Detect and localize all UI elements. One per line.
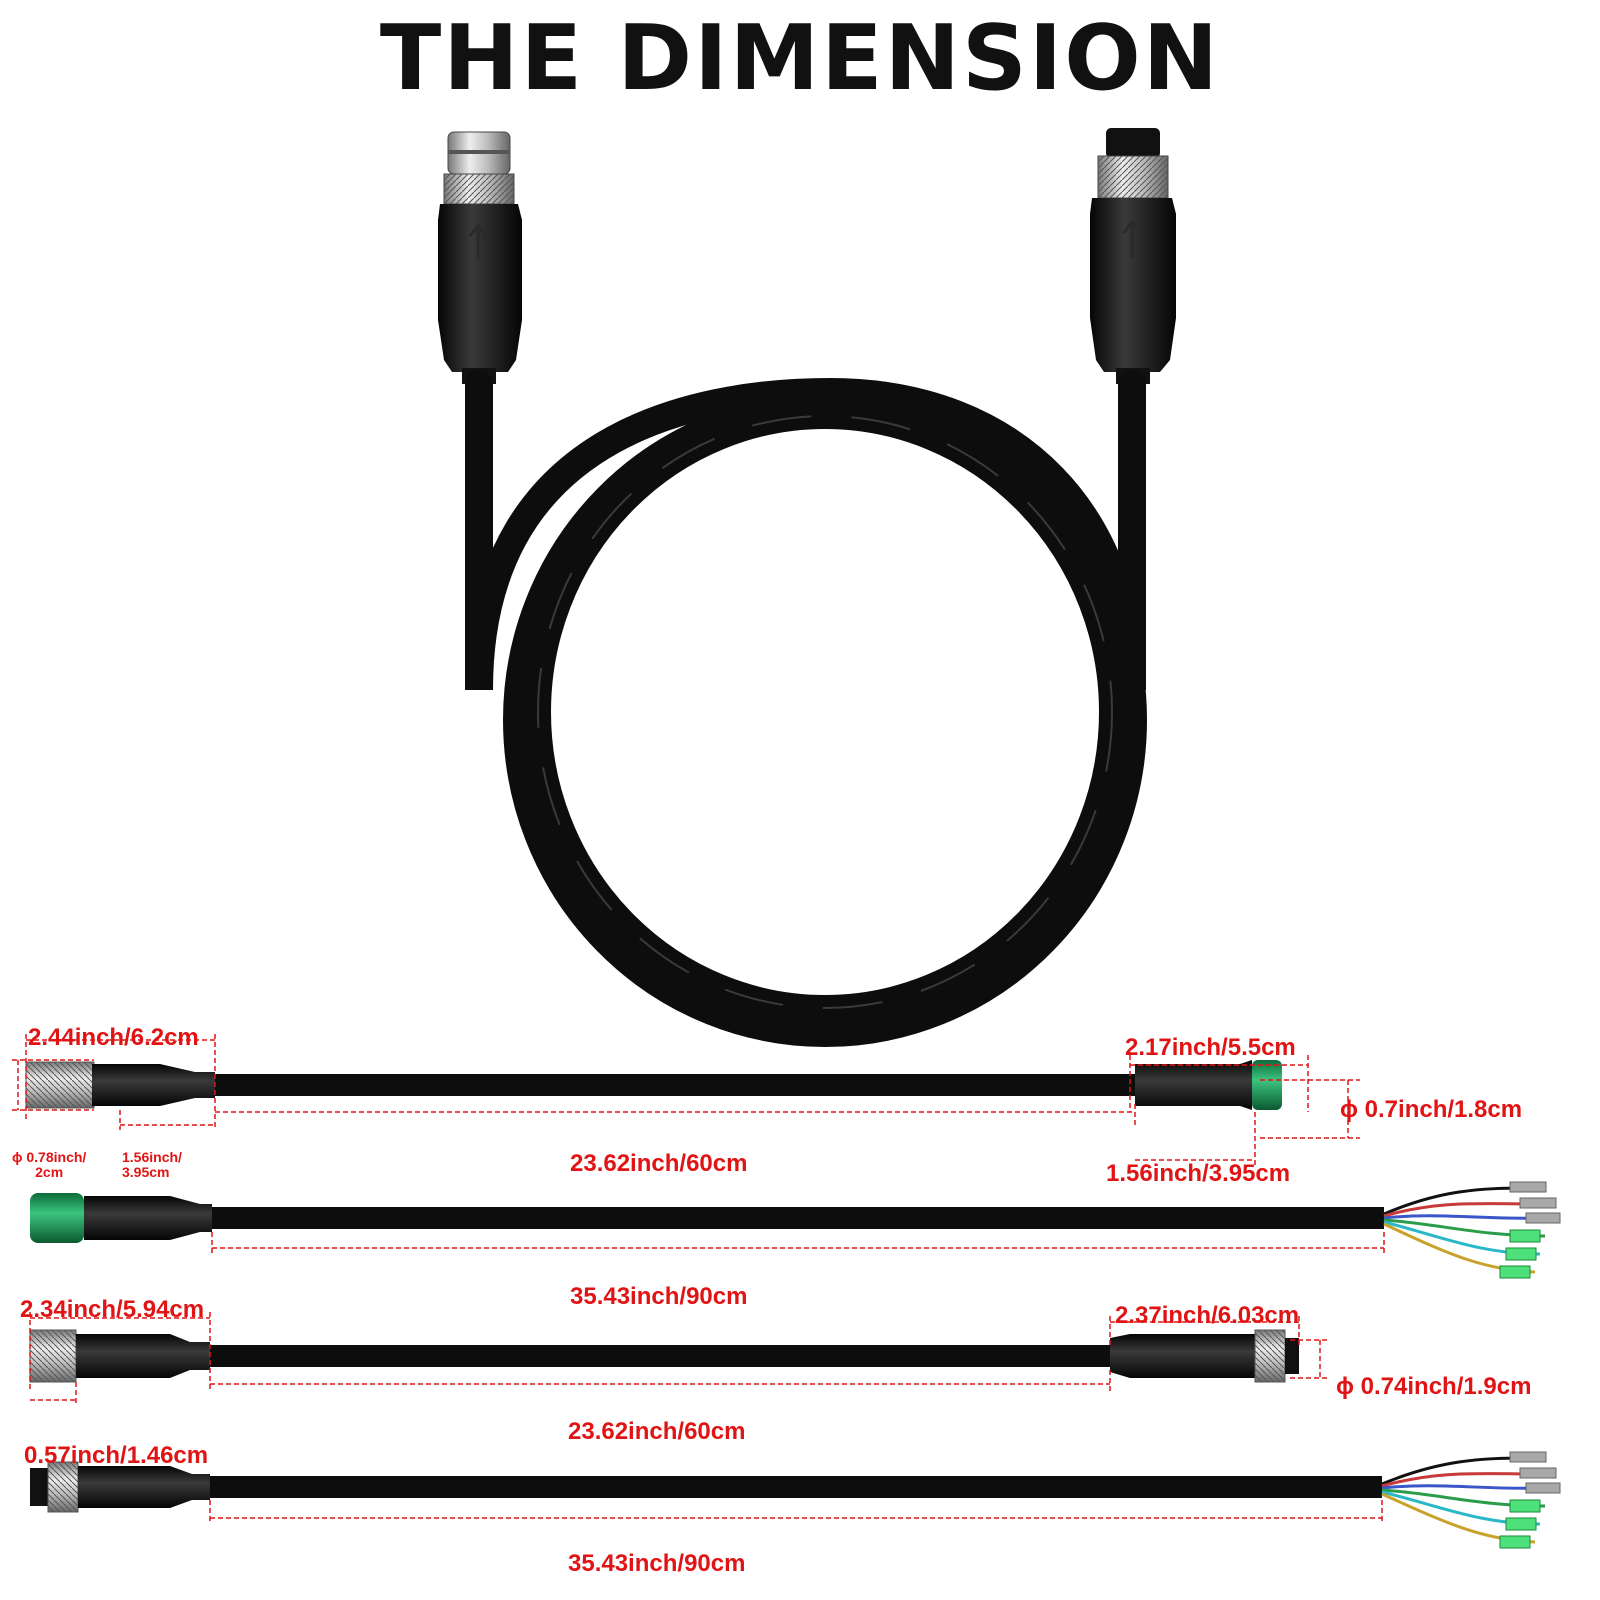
cable-2-cable-length: 35.43inch/90cm [570, 1283, 748, 1310]
cable-1-right-body-length: 1.56inch/3.95cm [1106, 1160, 1291, 1187]
cable-4-illustration [30, 1451, 1561, 1549]
cable-1-illustration [25, 1060, 1282, 1110]
cable-3-left-nut-length: 0.57inch/1.46cm [24, 1442, 209, 1469]
coiled-cable [438, 128, 1176, 1047]
cable-1-right-diameter: ϕ 0.7inch/1.8cm [1340, 1096, 1523, 1123]
cable-3-right-diameter: ϕ 0.74inch/1.9cm [1336, 1373, 1532, 1400]
cable-4-cable-length: 35.43inch/90cm [568, 1550, 746, 1577]
left-vertical-connector [438, 131, 522, 384]
cable-1-left-body-length: 1.56inch/ 3.95cm [122, 1149, 182, 1180]
cable-3-right-connector-length: 2.37inch/6.03cm [1115, 1302, 1300, 1329]
right-vertical-connector [1090, 128, 1176, 384]
cable-1-left-diameter: ϕ 0.78inch/ 2cm [12, 1149, 87, 1180]
cable-1-right-connector-length: 2.17inch/5.5cm [1125, 1034, 1296, 1061]
page-title: THE DIMENSION [379, 6, 1221, 111]
cable-1-left-connector-length: 2.44inch/6.2cm [28, 1024, 199, 1051]
cable-2-illustration [30, 1181, 1561, 1279]
cable-1-cable-length: 23.62inch/60cm [570, 1150, 748, 1177]
dimension-lines [12, 1034, 1385, 1524]
cable-3-cable-length: 23.62inch/60cm [568, 1418, 746, 1445]
cable-3-illustration [29, 1329, 1299, 1383]
cable-3-left-connector-length: 2.34inch/5.94cm [20, 1296, 205, 1323]
